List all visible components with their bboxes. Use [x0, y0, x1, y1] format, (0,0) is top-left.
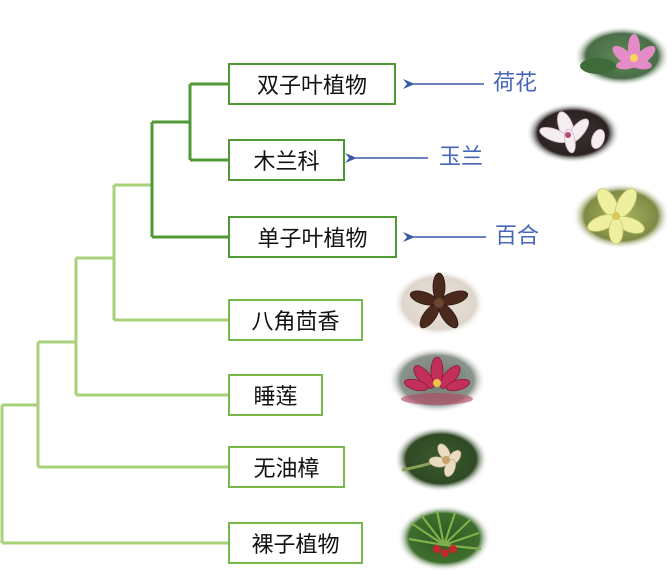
taxon-gymnosperms: 裸子植物 [228, 522, 363, 564]
gymnosperm-photo [397, 505, 491, 571]
water-lily-photo [388, 347, 486, 413]
taxon-monocots: 单子叶植物 [228, 216, 397, 258]
taxon-amborella: 无油樟 [228, 446, 345, 488]
lotus-photo [574, 26, 670, 86]
taxon-dicots: 双子叶植物 [228, 63, 396, 105]
taxon-star-anise: 八角茴香 [228, 299, 363, 341]
lily-photo [572, 183, 670, 249]
star-anise-photo [393, 270, 485, 336]
magnolia-photo [526, 103, 620, 163]
annotation-lily: 百合 [495, 224, 540, 249]
annotation-lotus: 荷花 [493, 71, 538, 96]
annotation-magnolia: 玉兰 [439, 145, 484, 170]
amborella-photo [394, 426, 488, 492]
taxon-water-lily: 睡莲 [228, 374, 323, 416]
taxon-magnoliaceae: 木兰科 [228, 139, 345, 181]
